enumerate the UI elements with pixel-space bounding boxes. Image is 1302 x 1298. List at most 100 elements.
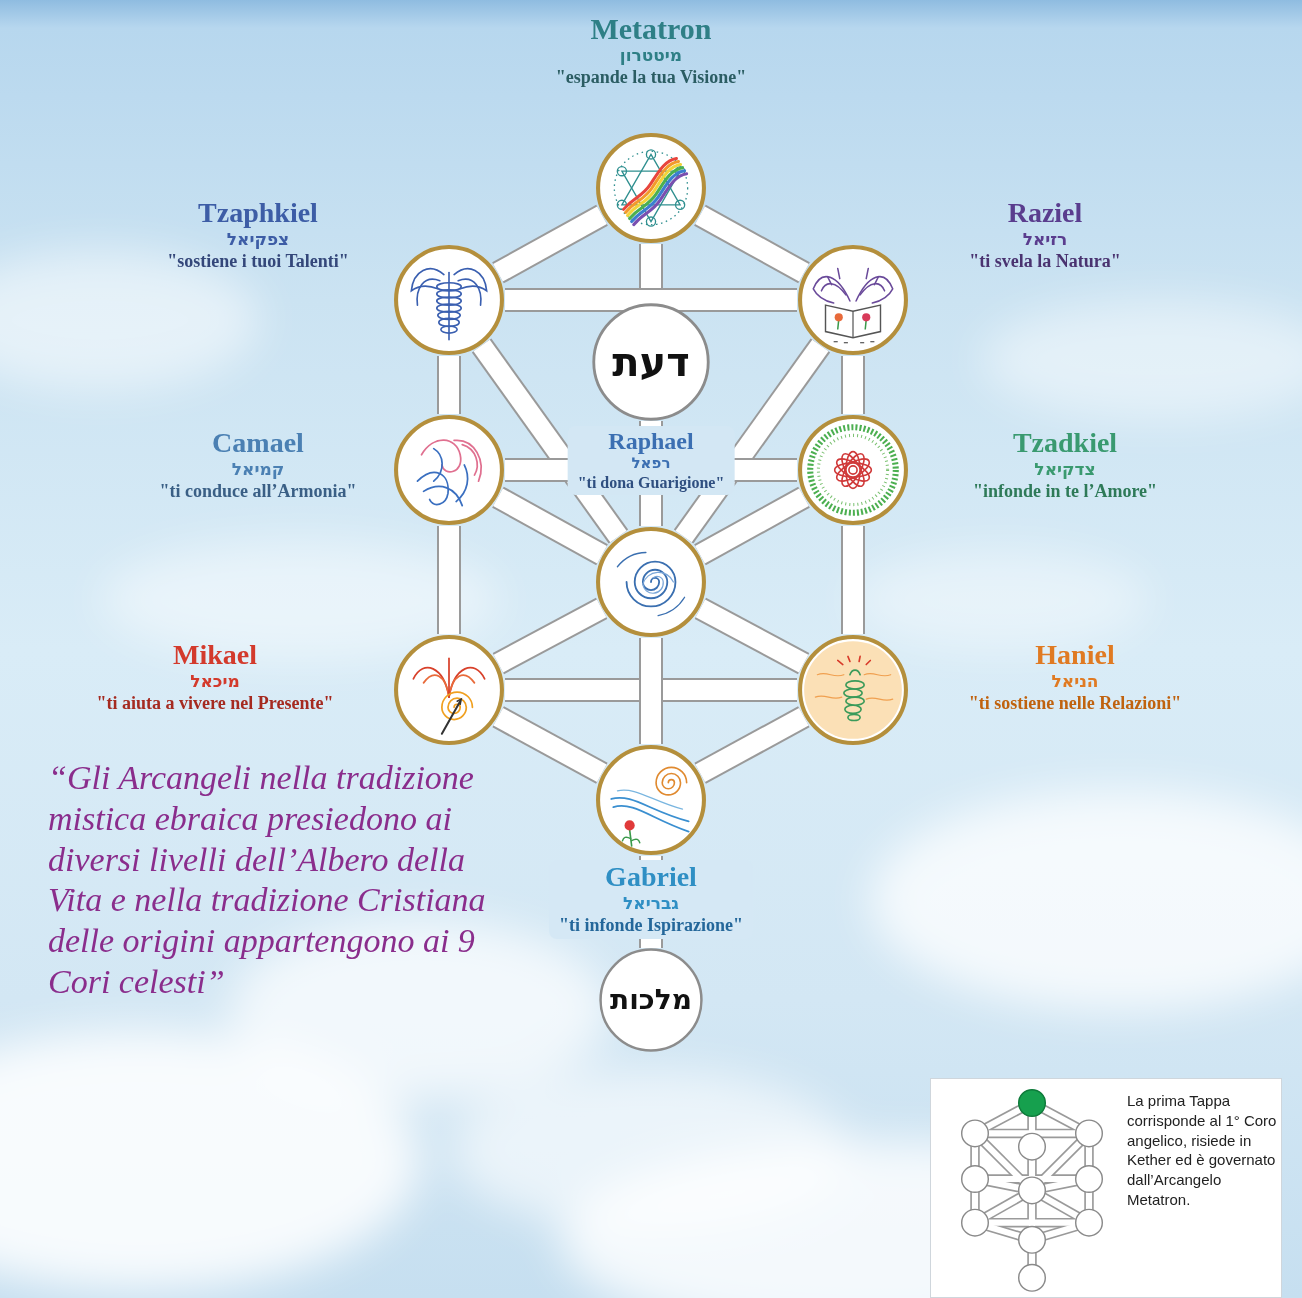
clouds bbox=[0, 250, 1302, 1298]
band-fill bbox=[843, 356, 863, 414]
sefirah-circle: Mikaelמיכאל"ti aiuta a vivere nel Presen… bbox=[393, 634, 505, 746]
angel-name: Metatron bbox=[556, 12, 747, 45]
angel-drawing bbox=[810, 427, 896, 513]
angel-drawing bbox=[813, 268, 892, 342]
label-group: Metatronמיטטרון"espande la tua Visione" bbox=[556, 12, 747, 89]
word-holder: דעת bbox=[592, 303, 710, 421]
angel-name: Tzaphkiel bbox=[167, 198, 349, 229]
band-fill bbox=[498, 215, 602, 273]
path-band bbox=[700, 717, 804, 773]
sefirah-circle: Tzadkielצדקיאל"infonde in te l’Amore" bbox=[797, 414, 909, 526]
label-group: Tzadkielצדקיאל"infonde in te l’Amore" bbox=[973, 428, 1157, 503]
hebrew-name: גבריאל bbox=[559, 893, 743, 914]
hebrew-name: מיכאל bbox=[97, 671, 334, 692]
angel-name: Gabriel bbox=[559, 862, 743, 893]
band-fill bbox=[498, 717, 602, 773]
info-box: La prima Tappa corrisponde al 1° Coro an… bbox=[930, 1078, 1282, 1298]
hebrew-name: רפאל bbox=[578, 454, 725, 473]
angel-name: Haniel bbox=[969, 640, 1181, 671]
angel-drawing bbox=[611, 767, 688, 845]
path-band bbox=[498, 497, 602, 555]
angel-name: Camael bbox=[160, 428, 357, 459]
label-group: Mikaelמיכאל"ti aiuta a vivere nel Presen… bbox=[97, 640, 334, 715]
info-text: La prima Tappa corrisponde al 1° Coro an… bbox=[1127, 1091, 1277, 1210]
sefirah-circle: Raphaelרפאל"ti dona Guarigione" bbox=[595, 526, 707, 638]
path-band bbox=[498, 215, 602, 273]
sefirah-circle: Metatronמיטטרון"espande la tua Visione" bbox=[595, 132, 707, 244]
info-text-holder: La prima Tappa corrisponde al 1° Coro an… bbox=[1127, 1091, 1277, 1210]
band-outline bbox=[841, 356, 865, 414]
label-group: Tzaphkielצפקיאל"sostiene i tuoi Talenti" bbox=[167, 198, 349, 273]
band-fill bbox=[439, 526, 459, 634]
sefirah-circle: Hanielהניאל"ti sostiene nelle Relazioni" bbox=[797, 634, 909, 746]
mini-tree bbox=[937, 1084, 1127, 1293]
angel-motto: "ti infonde Ispirazione" bbox=[559, 914, 743, 937]
label-group: Raphaelרפאל"ti dona Guarigione" bbox=[568, 426, 735, 495]
hebrew-name: מיטטרון bbox=[556, 45, 747, 66]
path-band bbox=[505, 300, 797, 301]
label-group: Razielרזיאל"ti svela la Natura" bbox=[969, 198, 1120, 273]
band-outline bbox=[498, 497, 602, 555]
hebrew-name: קמיאל bbox=[160, 459, 357, 480]
band-outline bbox=[700, 608, 803, 663]
gold-ring bbox=[396, 417, 502, 523]
angel-name: Mikael bbox=[97, 640, 334, 671]
circle-shape bbox=[393, 634, 505, 746]
band-outline bbox=[700, 215, 804, 273]
band-fill bbox=[498, 608, 601, 663]
band-fill bbox=[700, 215, 804, 273]
angel-motto: "espande la tua Visione" bbox=[556, 66, 747, 89]
angel-motto: "ti svela la Natura" bbox=[969, 250, 1120, 273]
gold-ring bbox=[396, 637, 502, 743]
sefirah-circle: Tzaphkielצפקיאל"sostiene i tuoi Talenti" bbox=[393, 244, 505, 356]
grey-ring bbox=[594, 305, 708, 419]
angel-drawing bbox=[617, 552, 684, 615]
path-band bbox=[700, 215, 804, 273]
band-outline bbox=[700, 497, 804, 555]
circle-shape bbox=[595, 132, 707, 244]
gold-ring bbox=[800, 417, 906, 523]
circle-shape bbox=[393, 244, 505, 356]
sefirah-word: דעת bbox=[612, 342, 689, 382]
gold-ring bbox=[598, 529, 704, 635]
band-outline bbox=[841, 526, 865, 634]
gold-ring bbox=[598, 747, 704, 853]
sefirah-circle: Gabrielגבריאל"ti infonde Ispirazione" bbox=[595, 744, 707, 856]
sefirah-word: מלכות bbox=[610, 986, 692, 1014]
band-fill bbox=[498, 497, 602, 555]
sefirah-word-circle: דעת bbox=[592, 303, 710, 421]
word-holder: מלכות bbox=[599, 948, 703, 1052]
band-outline bbox=[498, 608, 601, 663]
band-outline bbox=[437, 356, 461, 414]
band-outline bbox=[498, 717, 602, 773]
band-fill bbox=[700, 497, 804, 555]
path-band bbox=[853, 526, 854, 634]
path-band bbox=[853, 356, 854, 414]
caption-quote: “Gli Arcangeli nella tradizione mistica … bbox=[48, 758, 488, 1003]
gold-ring bbox=[800, 247, 906, 353]
angel-drawing bbox=[413, 658, 484, 733]
gold-ring bbox=[800, 637, 906, 743]
angel-motto: "sostiene i tuoi Talenti" bbox=[167, 250, 349, 273]
path-band bbox=[700, 497, 804, 555]
angel-name: Raphael bbox=[578, 428, 725, 454]
angel-name: Tzadkiel bbox=[973, 428, 1157, 459]
circle-shape bbox=[797, 244, 909, 356]
grey-ring bbox=[601, 950, 702, 1051]
circle-shape bbox=[797, 634, 909, 746]
band-outline bbox=[437, 526, 461, 634]
circle-shape bbox=[393, 414, 505, 526]
angel-motto: "ti aiuta a vivere nel Presente" bbox=[97, 692, 334, 715]
circle-shape bbox=[797, 414, 909, 526]
angel-motto: "ti sostiene nelle Relazioni" bbox=[969, 692, 1181, 715]
angel-drawing bbox=[614, 150, 687, 226]
circle-shape bbox=[595, 526, 707, 638]
path-band bbox=[498, 717, 602, 773]
path-band bbox=[449, 526, 450, 634]
gold-ring bbox=[598, 135, 704, 241]
angel-drawing bbox=[417, 440, 481, 505]
band-fill bbox=[843, 526, 863, 634]
band-fill bbox=[700, 608, 803, 663]
